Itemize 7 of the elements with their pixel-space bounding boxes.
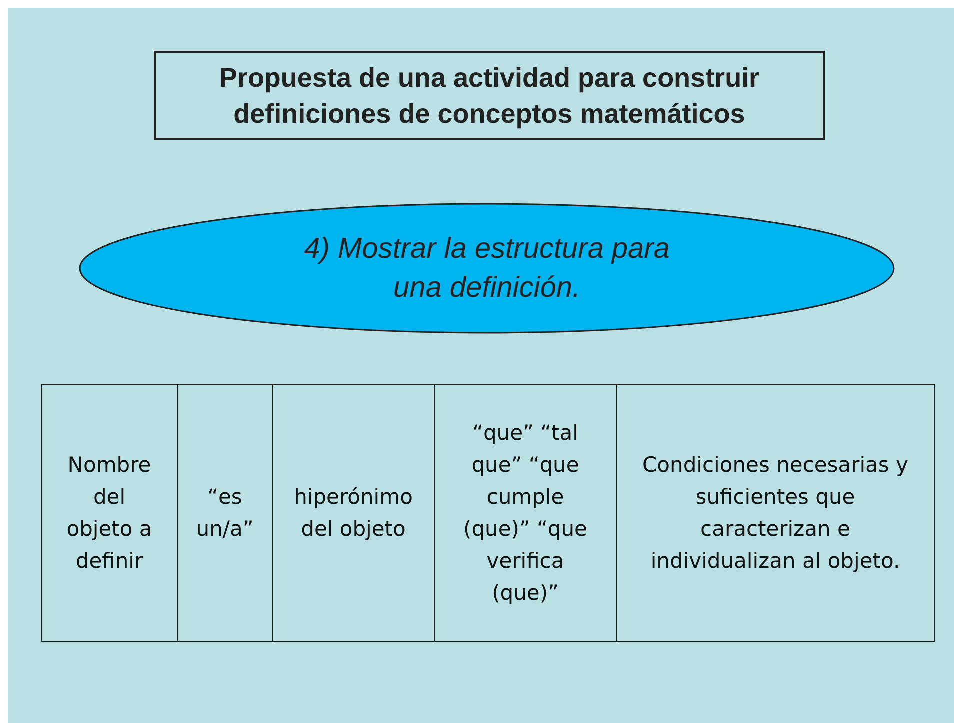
table-cell-text: Condiciones necesarias y suficientes que caracterizan e individualizan al objeto.: [642, 452, 910, 575]
title-box: Propuesta de una actividad para construir definiciones de conceptos matemáticos: [154, 51, 825, 140]
ellipse-text: 4) Mostrar la estructura para una definición.: [303, 232, 671, 306]
table-cell-text: Nombre del objeto a definir: [66, 452, 154, 575]
table-cell-text: “es un/a”: [195, 484, 255, 543]
table-cell-text: hiperónimo del objeto: [293, 484, 414, 543]
table-cell-text: “que” “tal que” “que cumple (que)” “que verifica (que)”: [462, 420, 588, 607]
